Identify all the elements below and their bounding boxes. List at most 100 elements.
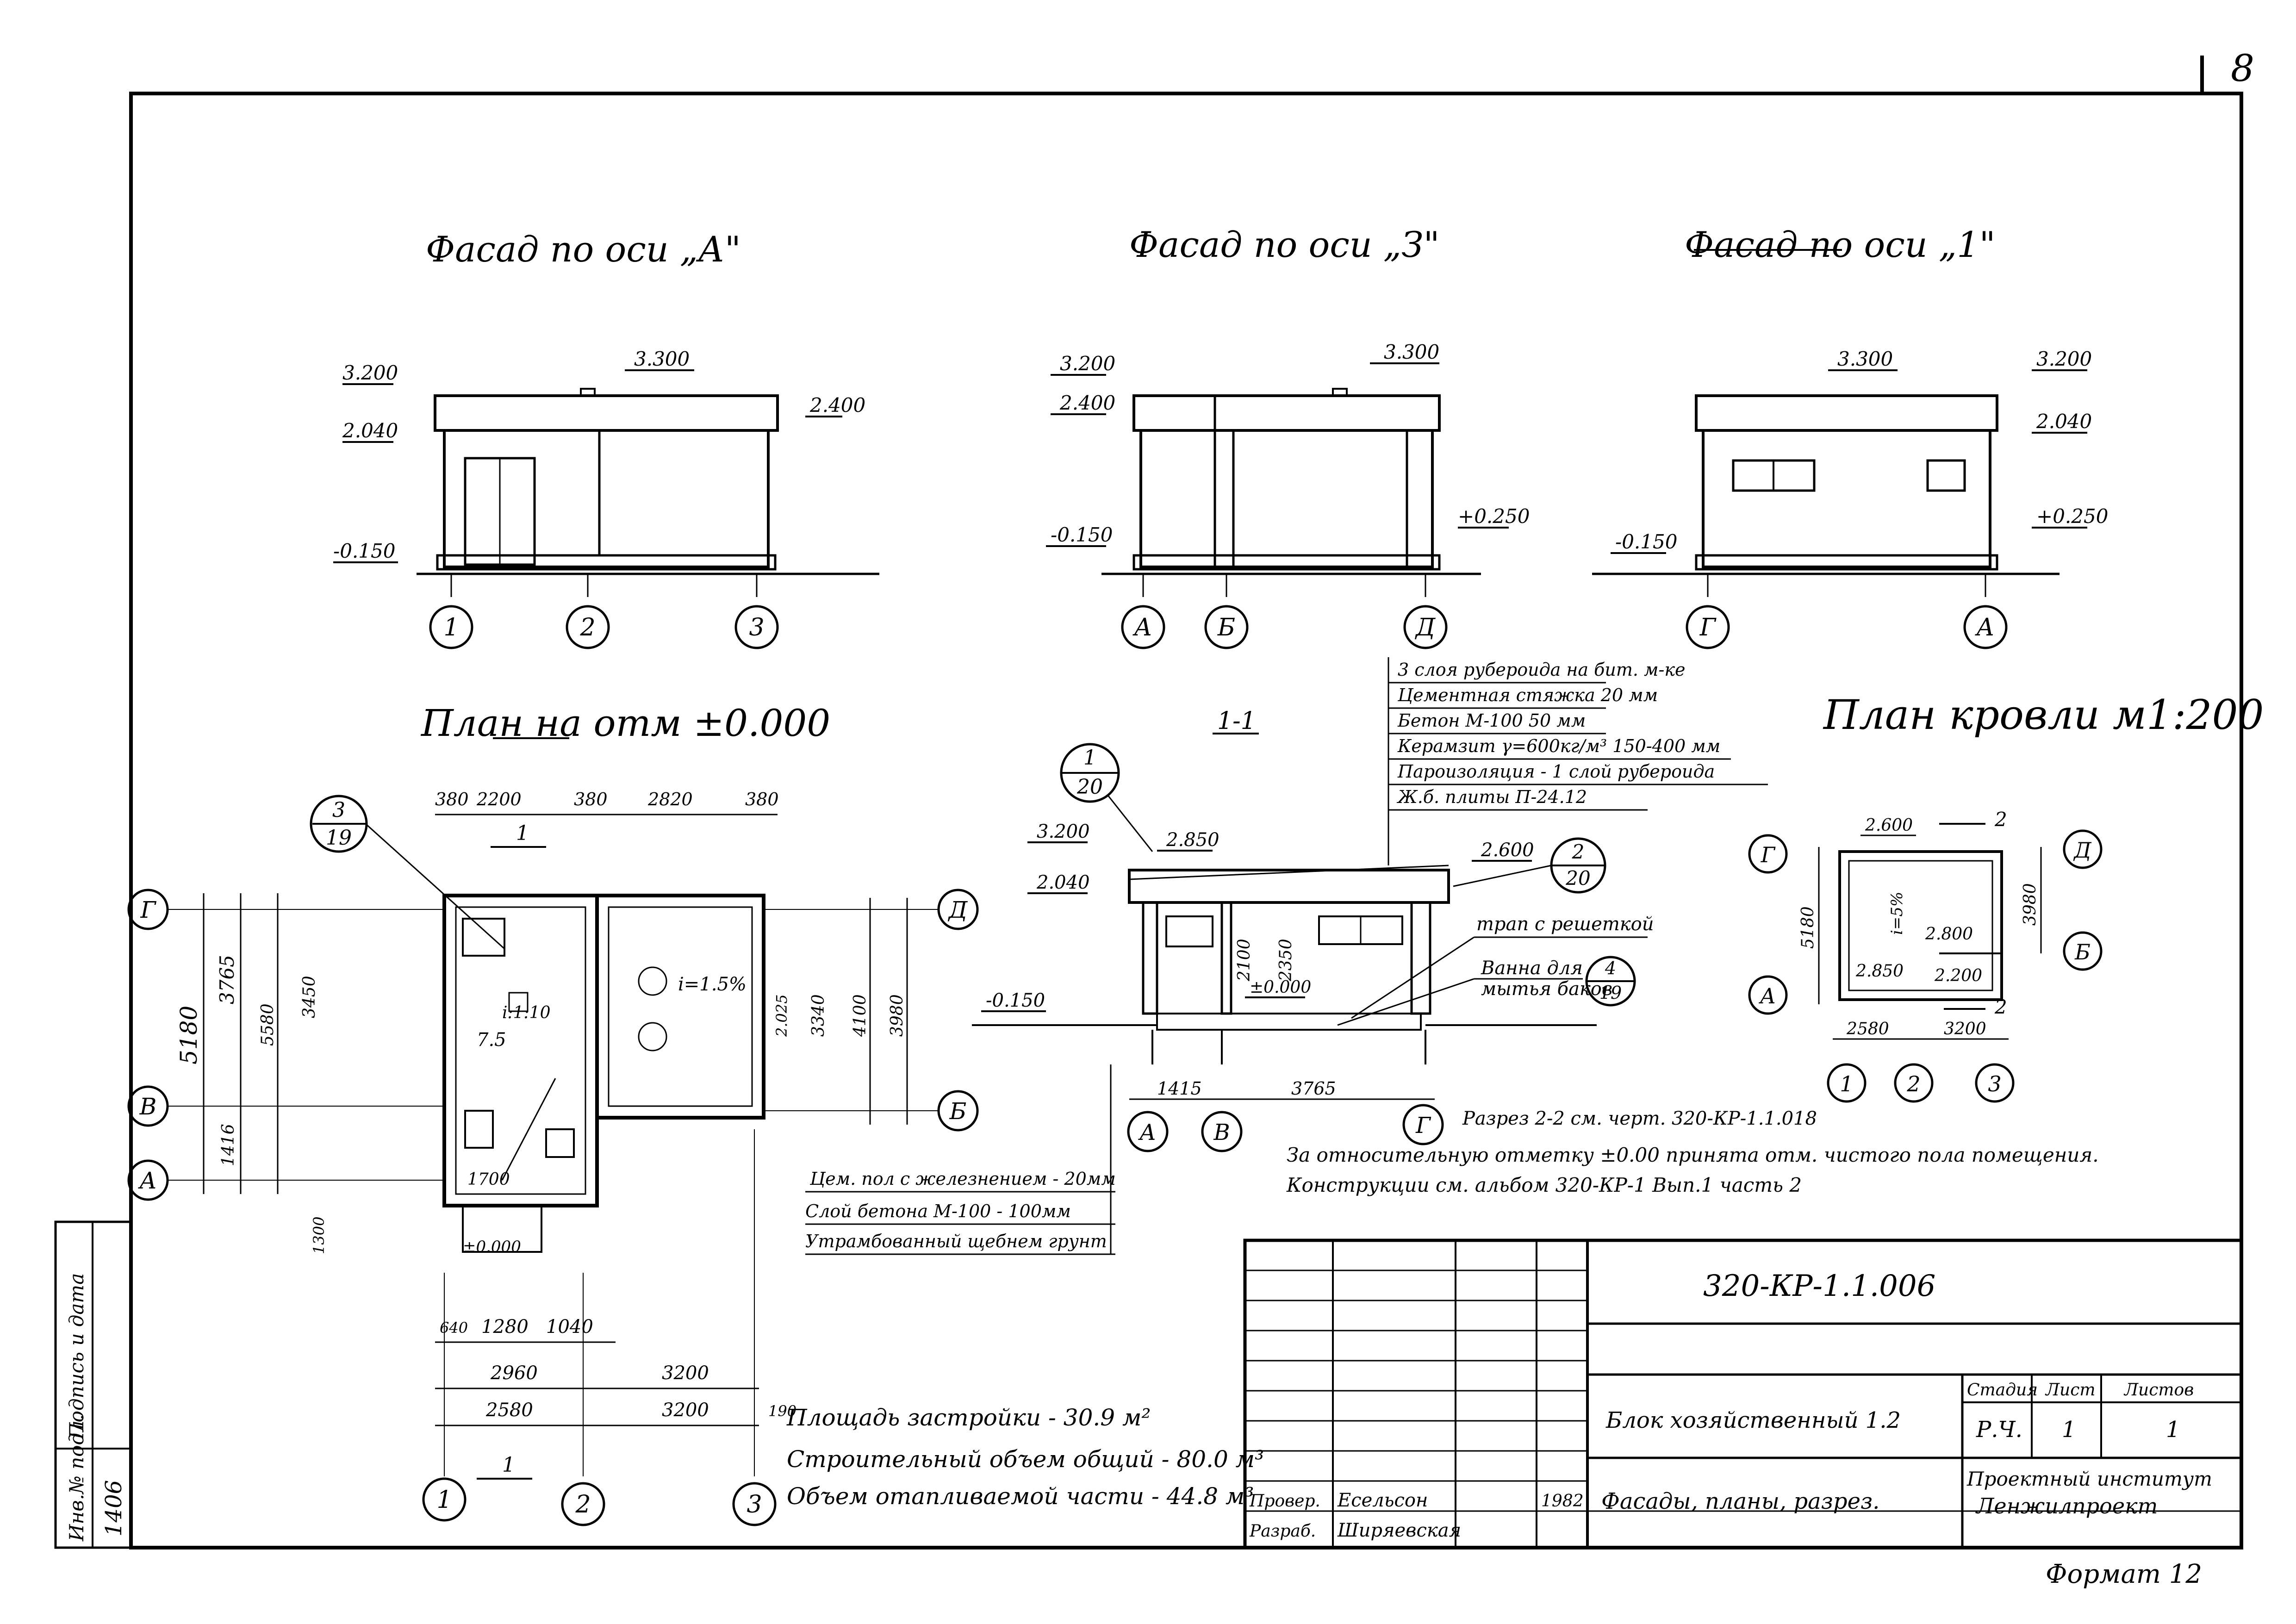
plan-bot-dim-3200b: 3200 [662,1400,709,1421]
title-drawn-name: Ширяевская [1337,1520,1461,1541]
plan-callout-num: 3 [332,798,345,822]
sec-dim-2100: 2100 [1235,939,1254,982]
fa-axis-2: 2 [579,614,595,641]
plan-axis-a: А [138,1167,157,1194]
title-stage: Р.Ч. [1976,1417,2022,1443]
inv-label: Инв.№ подл. [65,1414,88,1542]
title-stage-header: Стадия [1967,1381,2038,1400]
facade-a: Фасад по оси „А" 3.200 2.040 -0.150 3.30… [333,229,879,649]
f1-axis-g: Г [1699,614,1717,641]
roof-level-2600: 2.600 [1865,816,1913,835]
roof-slope: i=5% [1888,892,1906,935]
sec-axis-a: А [1138,1120,1156,1145]
fa-level-3200: 3.200 [342,361,398,384]
roof-layer-2: Бетон М-100 50 мм [1397,710,1586,731]
roof-plan: План кровли м1:200 2.600 2.800 2.850 2.2… [1748,691,2264,1103]
plan-right-dim-2025: 2.025 [773,994,790,1037]
section-callout-num: 1 [1083,746,1096,770]
signature-label: Подпись и дата [65,1273,88,1440]
roof-layer-5: Ж.б. плиты П-24.12 [1396,787,1587,807]
plan-label-1700: ±0.000 [463,1238,521,1256]
fa-axis-3: 3 [749,614,764,641]
title-sheets-header: Листов [2123,1381,2194,1400]
title-sheets: 1 [2166,1417,2180,1443]
note-2: Конструкции см. альбом 320-КР-1 Вып.1 ча… [1286,1174,1802,1196]
side-stamp: Инв.№ подл. Подпись и дата 1406 [54,1220,132,1549]
plan-section-mark-bottom: 1 [502,1453,515,1477]
facade-1-title: Фасад по оси „1" [1685,224,1996,265]
roof-layer-4: Пароизоляция - 1 слой рубероида [1397,761,1715,782]
section-callout-sheet: 20 [1076,775,1103,799]
note-0: Разрез 2-2 см. черт. 320-КР-1.1.018 [1462,1108,1817,1129]
f1-level-3200: 3.200 [2036,348,2092,370]
roof-plan-title: План кровли м1:200 [1823,691,2264,739]
fv-level-m0150: -0.150 [1051,523,1113,546]
roof-dim-5180: 5180 [1798,906,1817,949]
f1-level-p0250: +0.250 [2036,505,2108,528]
plan-section-mark: 1 [516,821,529,845]
sec-level-m0150: -0.150 [986,990,1045,1011]
fv-level-3200: 3.200 [1060,352,1115,375]
area-0: Площадь застройки - 30.9 м² [786,1404,1151,1431]
title-content: Фасады, планы, разрез. [1601,1488,1879,1514]
plan-bot-dim-1280: 1280 [481,1316,529,1338]
roof-level-2850: 2.850 [1855,962,1904,981]
roof-level-2200: 2.200 [1934,966,1982,985]
roof-dim-2580: 2580 [1846,1020,1889,1039]
note-1: За относительную отметку ±0.00 принята о… [1287,1144,2099,1166]
plan-top-dim-1: 2200 [476,789,522,809]
sec-dim-1415: 1415 [1157,1078,1202,1099]
plan-label-av2: 1700 [467,1170,510,1189]
title-org-1: Ленжилпроект [1975,1493,2158,1518]
title-year: 1982 [1541,1492,1584,1511]
plan-bot-dim-3200a: 3200 [662,1363,709,1384]
plan-label-75: i:1:10 [502,1003,550,1022]
fv-level-3300: 3.300 [1384,341,1439,363]
roof-layer-3: Керамзит γ=600кг/м³ 150-400 мм [1397,736,1720,756]
fv-axis-d: Д [1415,614,1436,641]
roof-axis-g: Г [1761,842,1776,867]
area-1: Строительный объем общий - 80.0 м³ [787,1446,1264,1473]
title-checked-name: Есельсон [1337,1490,1428,1511]
floor-spec-2: Утрамбованный щебнем грунт [805,1231,1107,1251]
f1-level-3300: 3.300 [1837,348,1893,370]
facade-1: Фасад по оси „1" -0.150 3.300 3.200 2.04… [1592,224,2108,649]
f1-level-m0150: -0.150 [1615,530,1677,553]
fv-level-p0250: +0.250 [1458,505,1530,528]
section-callout2-sheet: 20 [1565,867,1590,890]
plan-axis-g: Г [140,896,156,923]
plan-title: План на отм ±0.000 [420,702,830,745]
roof-level-2800: 2.800 [1925,925,1973,944]
plan-right-dim-4100: 4100 [851,994,870,1037]
sec-level-2600: 2.600 [1481,840,1534,861]
plan-left-dim-5580: 5580 [258,1003,277,1046]
plan-axis-b: Б [949,1098,967,1125]
fa-level-2040: 2.040 [342,419,398,442]
fv-axis-a: А [1132,614,1152,641]
format-label: Формат 12 [2046,1559,2202,1589]
plan-top-dim-3: 2820 [647,789,693,809]
roof-cut-mark-top: 2 [1994,808,2007,831]
roof-layer-1: Цементная стяжка 20 мм [1397,685,1658,705]
sec-dim-2350: 2350 [1276,939,1295,982]
roof-axis-b: Б [2074,940,2091,964]
plan-left-dim-3450: 3450 [300,976,319,1018]
sheet-frame [129,92,2243,1549]
plan-left-dim-1300: 1300 [310,1217,328,1254]
plan-label-av1: 7.5 [477,1029,506,1051]
inv-number: 1406 [101,1480,127,1537]
facade-a-title: Фасад по оси „А" [426,229,741,270]
sec-level-3200: 3.200 [1037,821,1090,842]
section-title: 1-1 [1217,707,1256,735]
plan-right-dim-3340: 3340 [809,994,828,1037]
plan-left-dim-3765: 3765 [216,955,238,1004]
f1-axis-a: А [1974,614,1994,641]
fa-level-3300: 3.300 [634,348,690,370]
fa-level-2400: 2.400 [809,394,865,417]
title-name: Блок хозяйственный 1.2 [1605,1407,1901,1433]
roof-cut-mark-bottom: 2 [1994,996,2007,1018]
roof-axis-3: 3 [1988,1071,2001,1096]
sec-axis-g: Г [1415,1113,1431,1139]
roof-axis-1: 1 [1840,1071,1853,1096]
